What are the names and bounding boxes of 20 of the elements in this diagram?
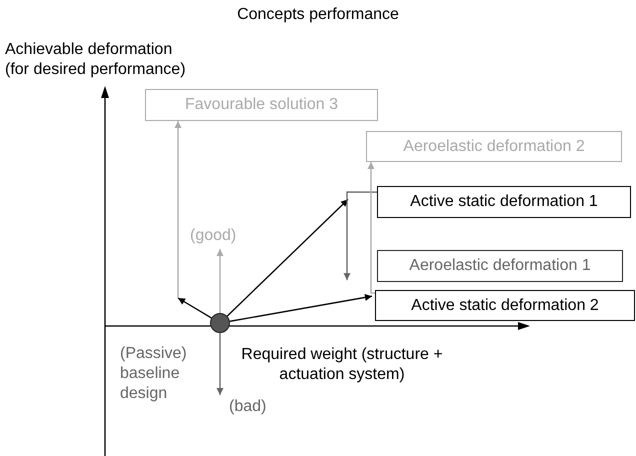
point-caption: (Passive) baseline design (120, 344, 188, 404)
arrow (178, 297, 212, 318)
arrow (174, 121, 182, 298)
x-axis-label: Required weight (structure + actuation system) (240, 345, 444, 385)
concept-box: Aeroelastic deformation 1 (377, 250, 623, 282)
arrow (344, 191, 377, 280)
direction-label: (bad) (229, 397, 266, 417)
arrow (216, 333, 224, 395)
arrow (226, 198, 348, 317)
arrow (368, 162, 376, 294)
concept-box: Active static deformation 2 (375, 290, 635, 321)
concept-box: Active static deformation 1 (377, 186, 631, 218)
direction-label: (good) (190, 226, 236, 246)
baseline-point (210, 313, 230, 333)
concept-box: Aeroelastic deformation 2 (366, 131, 622, 162)
y-axis-label: Achievable deformation (for desired performance) (5, 40, 187, 80)
arrow (230, 294, 372, 322)
arrow (216, 249, 224, 313)
concept-box: Favourable solution 3 (145, 89, 378, 121)
chart-title: Concepts performance (236, 6, 400, 24)
